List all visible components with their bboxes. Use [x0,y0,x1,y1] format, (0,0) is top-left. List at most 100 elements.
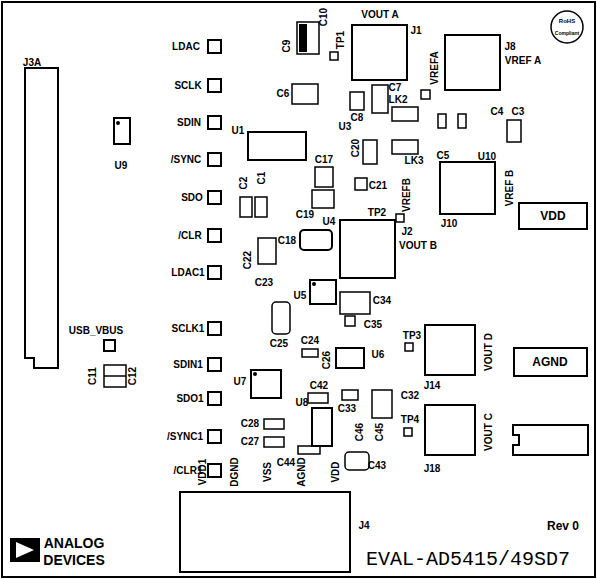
silkscreen-label: C5 [437,151,450,161]
silkscreen-label: DEVICES [43,553,104,567]
silkscreen-label: C22 [243,251,253,269]
silkscreen-label: C6 [277,89,290,99]
silkscreen-label: VDD [331,461,341,482]
silkscreen-label: VREF A [505,56,541,66]
silkscreen-label: RoHS [559,18,575,24]
rohs-stamp [551,11,583,43]
silkscreen-label: J8 [504,42,515,52]
silkscreen-label: C25 [270,339,288,349]
silkscreen-label: C19 [296,210,314,220]
silkscreen-label: C44 [277,458,295,468]
silkscreen-label: C21 [369,181,387,191]
silkscreen-label: SCLK1 [172,324,205,334]
silkscreen-label: J18 [424,464,441,474]
silkscreen-label: C1 [257,172,267,185]
silkscreen-label: J2 [401,227,412,237]
silkscreen-label: VSS [263,462,273,482]
silkscreen-label: C2 [239,177,249,190]
silkscreen-label: C42 [310,381,328,391]
silkscreen-label: U5 [294,291,307,301]
component-marks [116,24,316,376]
silkscreen-label: C17 [315,155,333,165]
silkscreen-label: U4 [323,217,336,227]
silkscreen-label: VOUT A [361,10,398,20]
silkscreen-label: TP1 [336,31,346,49]
silkscreen-label: VOUT C [484,413,494,451]
silkscreen-label: VDD1 [198,459,208,486]
silkscreen-label: ANALOG [44,536,105,550]
silkscreen-label: C32 [401,391,419,401]
silkscreen-label: SCLK [174,81,201,91]
silkscreen-label: VREFA [430,51,440,84]
silkscreen-label: U6 [372,350,385,360]
silkscreen-label: VREFB [402,178,412,212]
terminal-block: VDD [518,202,588,230]
silkscreen-label: U3 [339,122,352,132]
power-connector [180,492,350,572]
silkscreen-label: Rev 0 [547,520,579,532]
silkscreen-label: VOUT D [484,333,494,371]
silkscreen-label: U7 [234,377,247,387]
silkscreen-label: C20 [351,139,361,157]
silkscreen-label: SDO [181,193,203,203]
silkscreen-label: C3 [512,107,525,117]
silkscreen-label: C9 [282,40,292,53]
sma-connectors [340,25,500,455]
silkscreen-label: LDAC1 [171,268,204,278]
silkscreen-label: C18 [278,236,296,246]
terminal-block: AGND [513,347,588,377]
chip-outlines [114,118,364,446]
silkscreen-label: C4 [491,107,504,117]
silkscreen-label: U1 [232,126,245,136]
silkscreen-label: U10 [478,152,496,162]
silkscreen-label: J10 [441,219,458,229]
terminal-outline [513,425,588,455]
silkscreen-label: J14 [424,381,441,391]
silkscreen-label: LK3 [405,156,424,166]
silkscreen-label: AGND [297,457,307,486]
silkscreen-label: Compliant [555,31,579,36]
silkscreen-label: J3A [23,58,41,68]
silkscreen-label: C35 [364,320,382,330]
silkscreen-label: C10 [319,8,329,26]
silkscreen-label: C12 [128,367,138,385]
test-pads [104,40,221,477]
silkscreen-label: SDO1 [176,394,203,404]
terminal-label: VDD [540,210,565,222]
silkscreen-label: VREF B [505,170,515,207]
silkscreen-label: SDIN1 [173,360,202,370]
silkscreen-label: C34 [373,296,391,306]
passive-components [104,22,521,470]
silkscreen-label: /SYNC [171,155,202,165]
silkscreen-label: U8 [296,398,309,408]
silkscreen-label: USB_VBUS [69,326,123,336]
terminal-label: AGND [532,356,567,368]
silkscreen-label: LK2 [389,95,408,105]
silkscreen-label: TP4 [401,415,419,425]
silkscreen-label: C46 [355,423,365,441]
silkscreen-label: LDAC [172,42,200,52]
silkscreen-label: C43 [368,461,386,471]
silkscreen-label: /CLR [178,231,201,241]
silkscreen-label: TP3 [403,331,421,341]
silkscreen-label: C7 [389,83,402,93]
silkscreen-label: VOUT B [399,241,437,251]
silkscreen-label: C27 [241,437,259,447]
silkscreen-label: DGND [230,457,240,486]
silkscreen-label: SDIN [177,118,201,128]
silkscreen-label: J4 [358,521,369,531]
silkscreen-label: C8 [351,113,364,123]
silkscreen-label: C11 [88,367,98,385]
silkscreen-label: EVAL-AD5415/49SD7 [366,550,570,570]
silkscreen-label: C45 [375,423,385,441]
silkscreen-label: /SYNC1 [167,432,203,442]
silkscreen-label: C28 [241,419,259,429]
silkscreen-label: J1 [410,26,421,36]
silkscreen-label: C26 [322,351,332,369]
header-connector [25,68,58,368]
silkscreen-label: C23 [255,278,273,288]
silkscreen-label: C33 [338,404,356,414]
